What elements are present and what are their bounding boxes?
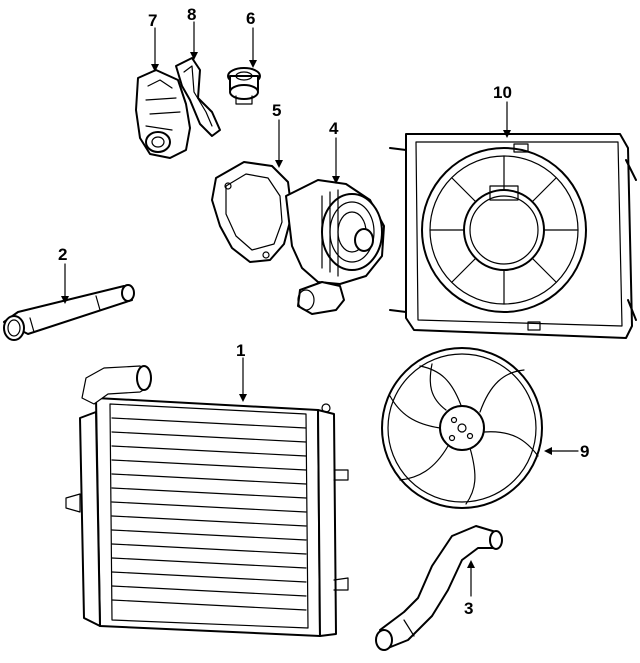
- callout-10: 10: [493, 83, 512, 102]
- gasket-part-8[interactable]: [175, 57, 221, 137]
- hose-part-3[interactable]: [375, 525, 503, 651]
- cooling-fan-part-9[interactable]: [381, 347, 543, 509]
- radiator-part-1[interactable]: [65, 365, 349, 637]
- hose-part-2[interactable]: [3, 284, 135, 341]
- water-pump-gasket-part-5[interactable]: [211, 161, 293, 263]
- callout-7: 7: [148, 11, 157, 30]
- water-pump-part-4[interactable]: [285, 179, 385, 315]
- callout-leaders: [61, 21, 579, 597]
- radiator-core-fins: [111, 417, 307, 611]
- callout-numbers: 7 8 6 5 4 10 2 1 9 3: [58, 5, 589, 618]
- callout-6: 6: [246, 9, 255, 28]
- callout-3: 3: [464, 599, 473, 618]
- thermostat-housing-part-7[interactable]: [135, 69, 191, 159]
- callout-8: 8: [187, 5, 196, 24]
- callout-9: 9: [580, 442, 589, 461]
- callout-4: 4: [329, 119, 339, 138]
- callout-5: 5: [272, 101, 281, 120]
- fan-shroud-part-10[interactable]: [389, 133, 637, 339]
- fan-blades: [389, 363, 539, 505]
- thermostat-part-6[interactable]: [227, 67, 261, 105]
- callout-1: 1: [236, 341, 245, 360]
- callout-2: 2: [58, 245, 67, 264]
